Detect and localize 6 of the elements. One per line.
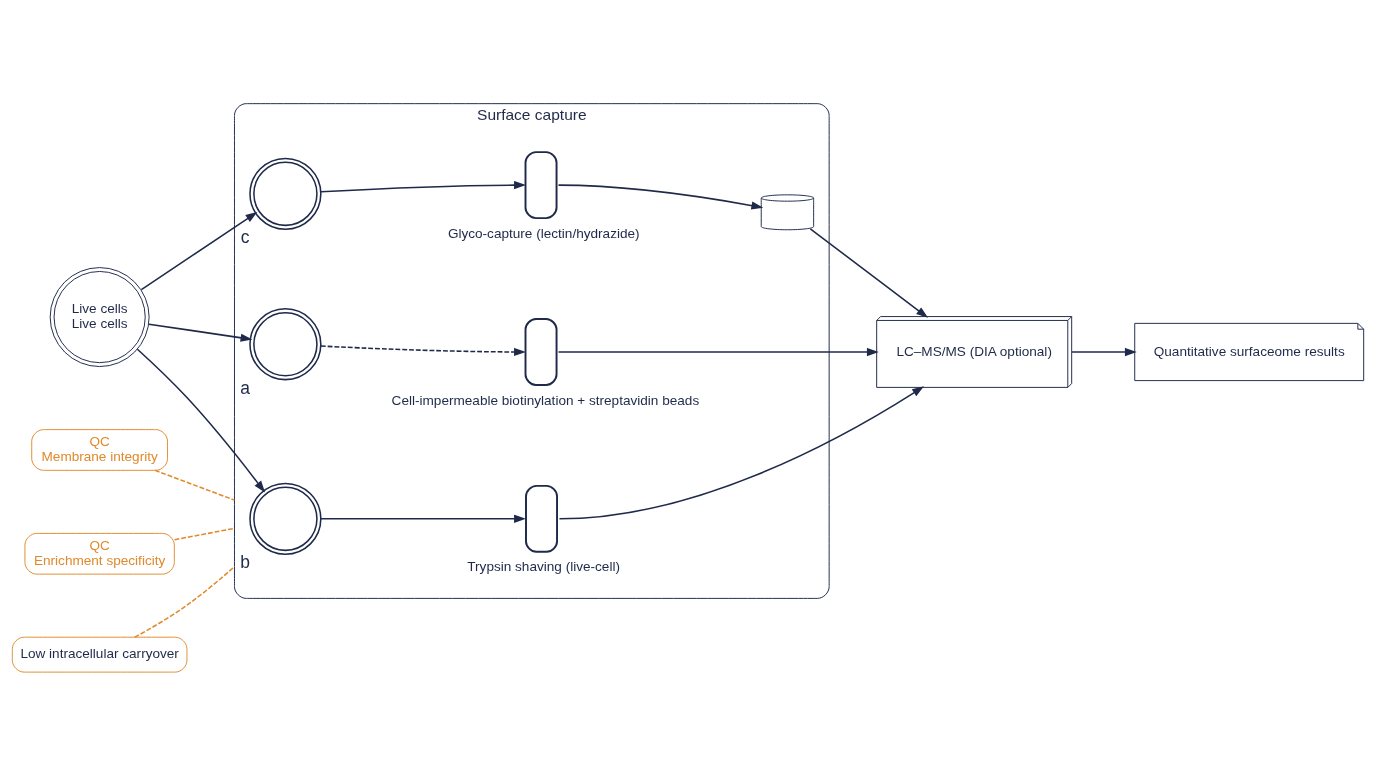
- node-label: c: [240, 227, 250, 248]
- node-label: Cell-impermeable biotinylation + streptavidin beads: [391, 392, 700, 408]
- node-label: a: [240, 377, 251, 398]
- node-label: Glyco-capture (lectin/hydrazide): [447, 225, 640, 241]
- node-label: b: [240, 552, 251, 573]
- node-label: Trypsin shaving (live-cell): [467, 559, 620, 575]
